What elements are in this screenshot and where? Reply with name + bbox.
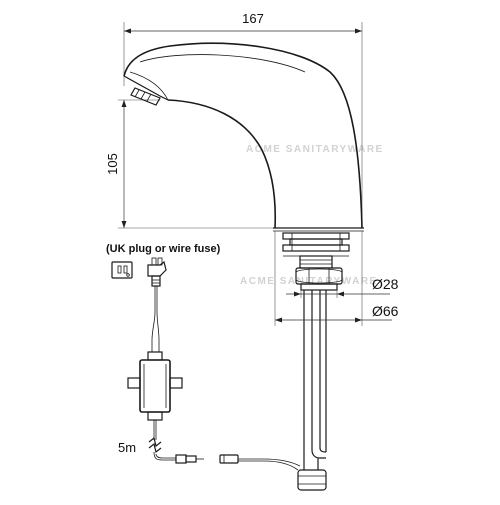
cable-connector-male-icon	[175, 454, 204, 464]
height-dimension-label: 105	[105, 153, 120, 175]
faucet-body	[123, 42, 364, 232]
diameter-small-label: Ø28	[372, 276, 399, 292]
lock-nut	[295, 267, 343, 291]
plug-note-label: (UK plug or wire fuse)	[106, 243, 221, 255]
power-cable-upper	[151, 286, 160, 352]
transformer-box-icon	[127, 351, 183, 421]
watermark-lower: ACME SANITARYWARE	[240, 276, 378, 287]
supply-tubes	[303, 290, 327, 459]
diameter-small-dimension: Ø28	[286, 276, 399, 298]
watermark-upper: ACME SANITARYWARE	[246, 144, 384, 155]
cable-length-label: 5m	[118, 440, 136, 455]
mounting-flange	[282, 232, 350, 257]
bottom-fitting	[297, 456, 327, 491]
diameter-large-label: Ø66	[372, 303, 399, 319]
power-cable-lower	[148, 420, 176, 461]
plug-connector-icon	[147, 257, 167, 287]
diameter-large-dimension: Ø66	[274, 231, 399, 326]
height-dimension: 105	[105, 99, 275, 229]
cable-connector-female-icon	[219, 454, 301, 471]
width-dimension: 167	[123, 11, 363, 228]
threaded-shank	[299, 255, 333, 269]
width-dimension-label: 167	[242, 11, 264, 26]
uk-plug-icon	[111, 261, 133, 279]
